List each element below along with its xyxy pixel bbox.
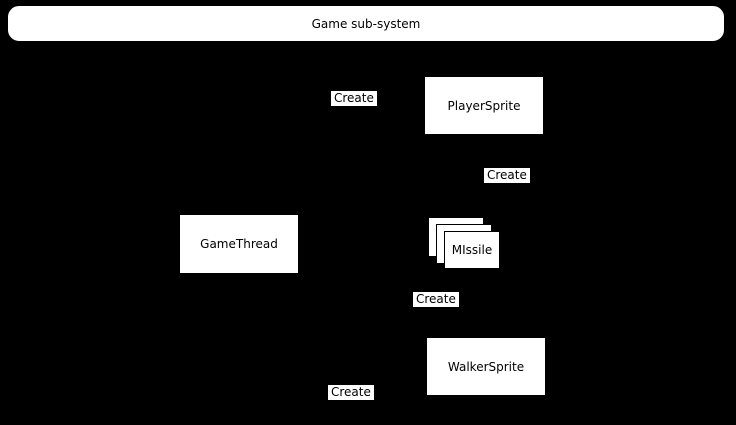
subsystem-title: Game sub-system <box>311 16 421 31</box>
subsystem-title-bar: Game sub-system <box>7 5 725 42</box>
node-walker-sprite: WalkerSprite <box>426 337 546 396</box>
node-missile: MIssile <box>444 231 500 269</box>
node-missile-label: MIssile <box>451 243 493 257</box>
node-player-sprite-label: PlayerSprite <box>447 98 521 113</box>
node-game-thread: GameThread <box>179 214 299 274</box>
node-game-thread-label: GameThread <box>200 237 278 251</box>
edge-label-create-player: Create <box>330 90 378 107</box>
node-player-sprite: PlayerSprite <box>424 76 544 135</box>
edge-label-create-walker: Create <box>327 384 375 401</box>
node-walker-sprite-label: WalkerSprite <box>447 359 525 374</box>
edge-label-create-walker-missile: Create <box>412 291 460 308</box>
edge-label-create-missile: Create <box>483 167 531 184</box>
